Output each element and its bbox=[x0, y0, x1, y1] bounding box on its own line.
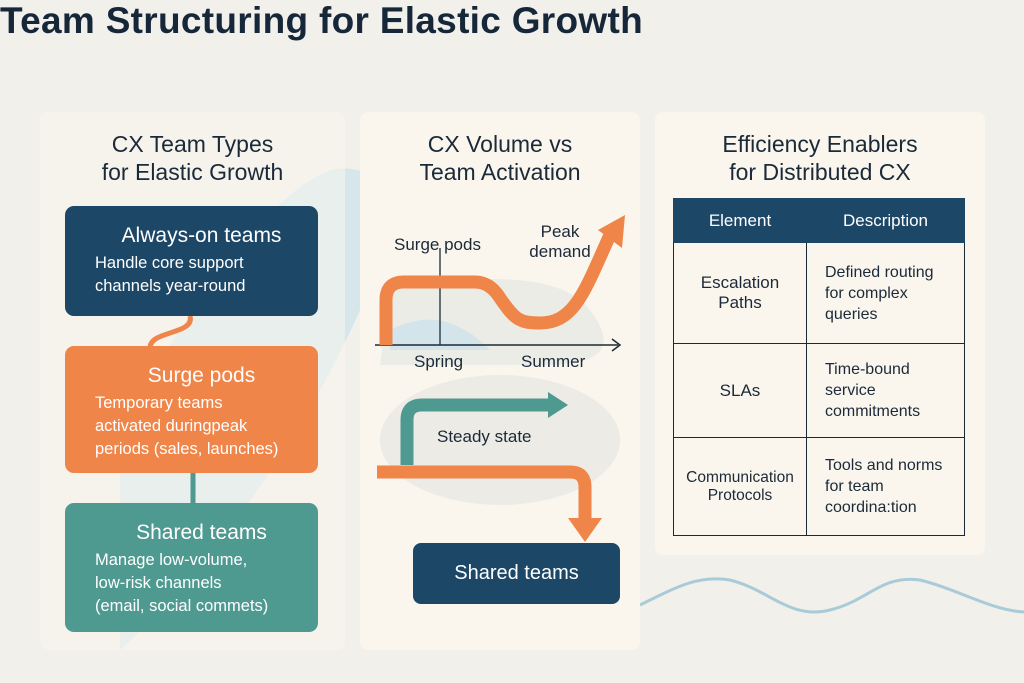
cell-line: Tools and norms bbox=[825, 457, 943, 474]
peak-line: demand bbox=[529, 242, 591, 261]
panel-title-line: Efficiency Enablers bbox=[722, 131, 918, 157]
cell-line: coordina:tion bbox=[825, 499, 917, 516]
cell-line: Communication bbox=[686, 468, 794, 486]
cell-line: service bbox=[825, 382, 876, 399]
panel-title-line: for Elastic Growth bbox=[101, 159, 284, 185]
cell-line: Protocols bbox=[707, 486, 773, 504]
box-heading: Surge pods bbox=[147, 364, 256, 387]
page-title: Team Structuring for Elastic Growth bbox=[0, 0, 644, 41]
cell-line: Escalation bbox=[700, 273, 780, 292]
box-desc: channels year-round bbox=[95, 277, 246, 295]
shared-arrow-head-icon bbox=[568, 518, 602, 542]
wave-line bbox=[639, 577, 1024, 614]
description-cell: Defined routing for complex queries bbox=[806, 242, 965, 344]
always-on-teams-box: Always-on teams Handle core support chan… bbox=[65, 206, 318, 316]
header-element: Element bbox=[673, 198, 807, 243]
box-desc: Manage low-volume, bbox=[95, 551, 248, 569]
surge-pods-label: Surge pods bbox=[394, 235, 481, 254]
box-desc: Handle core support bbox=[95, 254, 244, 272]
table-row: SLAs Time-bound service commitments bbox=[673, 343, 965, 438]
cell-line: queries bbox=[825, 305, 878, 323]
surge-pods-box: Surge pods Temporary teams activated dur… bbox=[65, 346, 318, 473]
panel-title-line: CX Volume vs bbox=[427, 131, 573, 157]
panel-title-line: for Distributed CX bbox=[729, 159, 911, 185]
cell-line: commitments bbox=[825, 403, 921, 420]
cell-line: for complex bbox=[825, 284, 908, 302]
box-desc: activated duringpeak bbox=[95, 417, 248, 435]
peak-line: Peak bbox=[540, 222, 580, 241]
panel-title-line: Team Activation bbox=[419, 159, 581, 185]
panel-title-line: CX Team Types bbox=[111, 131, 274, 157]
cell-line: Defined routing bbox=[825, 263, 934, 281]
element-cell: SLAs bbox=[673, 343, 807, 438]
shared-teams-box: Shared teams Manage low-volume, low-risk… bbox=[65, 503, 318, 632]
steady-arrow bbox=[400, 398, 550, 465]
peak-demand-label: Peak demand bbox=[525, 222, 595, 262]
connectors bbox=[147, 315, 196, 504]
x-label-spring: Spring bbox=[414, 352, 464, 371]
cell-line: Time-bound bbox=[825, 361, 910, 378]
box-desc: (email, social commets) bbox=[95, 597, 269, 615]
x-label-summer: Summer bbox=[521, 352, 586, 371]
shared-teams-box: Shared teams bbox=[413, 543, 620, 604]
box-desc: periods (sales, launches) bbox=[95, 440, 279, 458]
axis-arrow-icon bbox=[611, 338, 622, 352]
box-desc: low-risk channels bbox=[95, 574, 222, 592]
box-desc: Temporary teams bbox=[95, 394, 223, 412]
cell-line: Paths bbox=[718, 293, 762, 312]
header-description: Description bbox=[806, 198, 965, 243]
box-heading: Shared teams bbox=[136, 521, 267, 544]
table-header-row: Element Description bbox=[673, 198, 965, 243]
demand-curve bbox=[379, 232, 616, 345]
steady-arrow-head-icon bbox=[548, 392, 568, 418]
peak-arrow-icon bbox=[598, 215, 625, 248]
steady-state-label: Steady state bbox=[437, 427, 532, 446]
shared-arrow bbox=[377, 465, 592, 520]
cell-line: SLAs bbox=[719, 380, 761, 400]
description-cell: Time-bound service commitments bbox=[806, 343, 965, 438]
volume-diagram bbox=[375, 215, 625, 542]
cell-line: for team bbox=[825, 478, 884, 495]
description-cell: Tools and norms for team coordina:tion bbox=[806, 437, 965, 536]
box-heading: Always-on teams bbox=[121, 224, 282, 247]
